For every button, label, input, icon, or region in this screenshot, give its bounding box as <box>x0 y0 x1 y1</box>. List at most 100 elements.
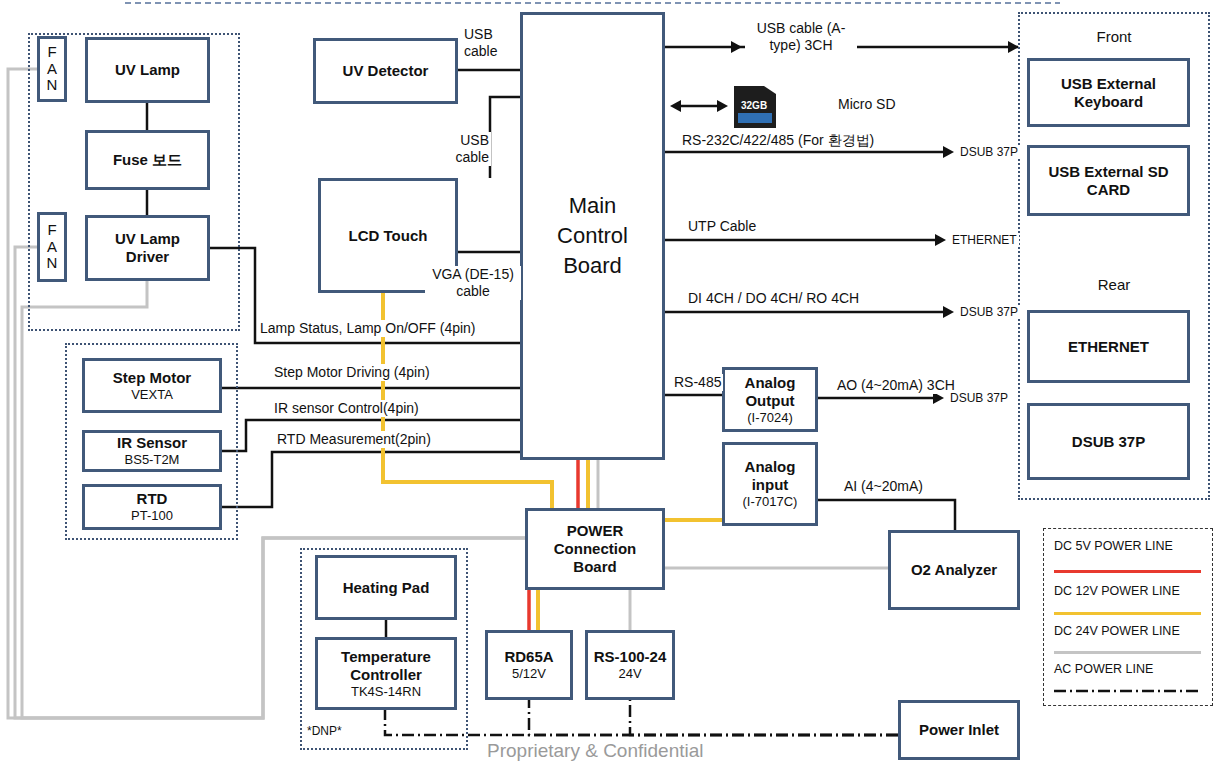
sensor-group: Step MotorVEXTA IR SensorBS5-T2M RTDPT-100 <box>65 343 238 540</box>
legend-swatch <box>1054 570 1201 573</box>
fan-box: FAN <box>37 212 67 282</box>
signal-connector <box>146 190 149 215</box>
legend-line-sample <box>1054 690 1201 693</box>
box-label: Power Inlet <box>919 721 999 739</box>
signal-connector <box>385 620 388 637</box>
box-label: USB External SD CARD <box>1034 163 1183 199</box>
box-label: DSUB 37P <box>1072 433 1145 451</box>
connector-label: USB cable (A-type) 3CH <box>745 20 857 54</box>
arrow-head <box>717 100 728 112</box>
connector-label: IR sensor Control(4pin) <box>272 400 421 417</box>
signal-name: UTP Cable <box>686 218 758 235</box>
fuse-board-box: Fuse 보드 <box>85 130 210 190</box>
box-label: IR Sensor <box>117 434 187 452</box>
arrow-head <box>935 234 946 246</box>
legend-line-sample <box>1054 688 1204 694</box>
connector-name: ETHERNET <box>950 233 1019 247</box>
signal-name: RS-232C/422/485 (For 환경법) <box>680 132 876 149</box>
model-label: BS5-T2M <box>125 452 180 468</box>
motor-box: Step MotorVEXTA <box>82 358 222 413</box>
connector-label: USB cable <box>462 26 514 60</box>
card-stripe <box>738 113 772 123</box>
box-label: UV Lamp Driver <box>92 230 203 266</box>
analyzer-box: O2 Analyzer <box>888 530 1020 610</box>
signal-connector <box>222 452 520 507</box>
frame-line <box>125 2 1060 4</box>
box-label: O2 Analyzer <box>911 561 997 579</box>
lamp-box: UV Lamp <box>85 37 210 103</box>
panel-group: FrontRearUSB External KeyboardUSB Extern… <box>1018 12 1210 500</box>
arrow-head <box>943 146 954 158</box>
power-connector <box>586 460 590 508</box>
watermark: Proprietary & Confidential <box>485 740 706 763</box>
note: *DNP* <box>305 724 344 738</box>
inlet-box: Power Inlet <box>898 700 1020 760</box>
box-label: Analog Output <box>729 374 811 410</box>
connector-label: USB cable <box>437 132 491 166</box>
model-label: (I-7017C) <box>743 494 798 510</box>
connector-name: DSUB 37P <box>958 305 1020 319</box>
signal-line <box>665 311 945 314</box>
arrow-head <box>933 392 944 404</box>
power-connector <box>529 700 898 735</box>
box-label: Front <box>1020 28 1208 45</box>
output-module-box: Analog Output(I-7024) <box>722 367 818 432</box>
signal-connector <box>458 69 520 72</box>
part-name: Micro SD <box>836 96 898 113</box>
power-connector <box>8 69 525 718</box>
box-label: Analog input <box>729 458 811 494</box>
power-connector <box>665 518 722 522</box>
signal-connector <box>665 394 722 397</box>
model-label: Rear <box>1020 276 1208 293</box>
signal-line <box>665 151 945 154</box>
power-connector <box>630 700 898 735</box>
box-label: Main Control Board <box>550 191 636 280</box>
box-label: FAN <box>45 44 60 94</box>
connector-label: VGA (DE-15) cable <box>425 266 521 300</box>
power-supply-box: RD65A5/12V <box>485 630 573 700</box>
signal-line <box>818 397 935 400</box>
arrow-head <box>943 306 954 318</box>
power-connector <box>385 710 898 735</box>
power-connector <box>22 281 525 718</box>
connector-name: DSUB 37P <box>958 145 1020 159</box>
connector-label: AI (4~20mA) <box>842 478 925 495</box>
rtd-box: RTDPT-100 <box>82 484 222 530</box>
legend-swatch <box>1054 651 1201 654</box>
legend-text: DC 24V POWER LINE <box>1054 624 1180 638</box>
model-label: TK4S-14RN <box>351 684 421 700</box>
model-label: 5/12V <box>512 666 546 682</box>
power-supply-box: RS-100-2424V <box>585 630 675 700</box>
power-connector <box>527 590 531 630</box>
signal-name: AO (4~20mA) 3CH <box>835 377 957 394</box>
connector-label: RS-485 <box>672 374 723 391</box>
signal-name: DI 4CH / DO 4CH/ RO 4CH <box>686 290 861 307</box>
signal-connector <box>222 387 520 390</box>
power-connector <box>576 460 580 508</box>
box-label: RTD <box>137 490 168 508</box>
legend-text: DC 12V POWER LINE <box>1054 584 1180 598</box>
legend-text: DC 5V POWER LINE <box>1054 539 1173 553</box>
box-label: LCD Touch <box>349 227 428 245</box>
box-label: Step Motor <box>113 369 191 387</box>
box-label: FAN <box>45 222 60 272</box>
connector-name: DSUB 37P <box>948 391 1010 405</box>
port-box: DSUB 37P <box>1027 403 1190 480</box>
power-connector <box>629 590 632 630</box>
power-connector <box>597 460 600 508</box>
power-board-box: POWER Connection Board <box>525 508 665 590</box>
power-connector <box>536 590 540 630</box>
model-label: VEXTA <box>131 387 173 403</box>
box-label: ETHERNET <box>1068 338 1149 356</box>
equipment-group: FAN UV LampFuse 보드 FAN UV Lamp Driver <box>28 33 240 331</box>
model-label: 24V <box>618 666 641 682</box>
controller-box: Temperature ControllerTK4S-14RN <box>315 637 457 710</box>
sensor-box: IR SensorBS5-T2M <box>82 430 222 472</box>
micro-sd-card <box>734 86 776 128</box>
box-label: Temperature Controller <box>322 648 450 684</box>
power-connector <box>665 567 888 570</box>
card-capacity: 32GB <box>739 100 769 112</box>
box-label: POWER Connection Board <box>532 522 658 576</box>
connector-label: RTD Measurement(2pin) <box>275 431 433 448</box>
